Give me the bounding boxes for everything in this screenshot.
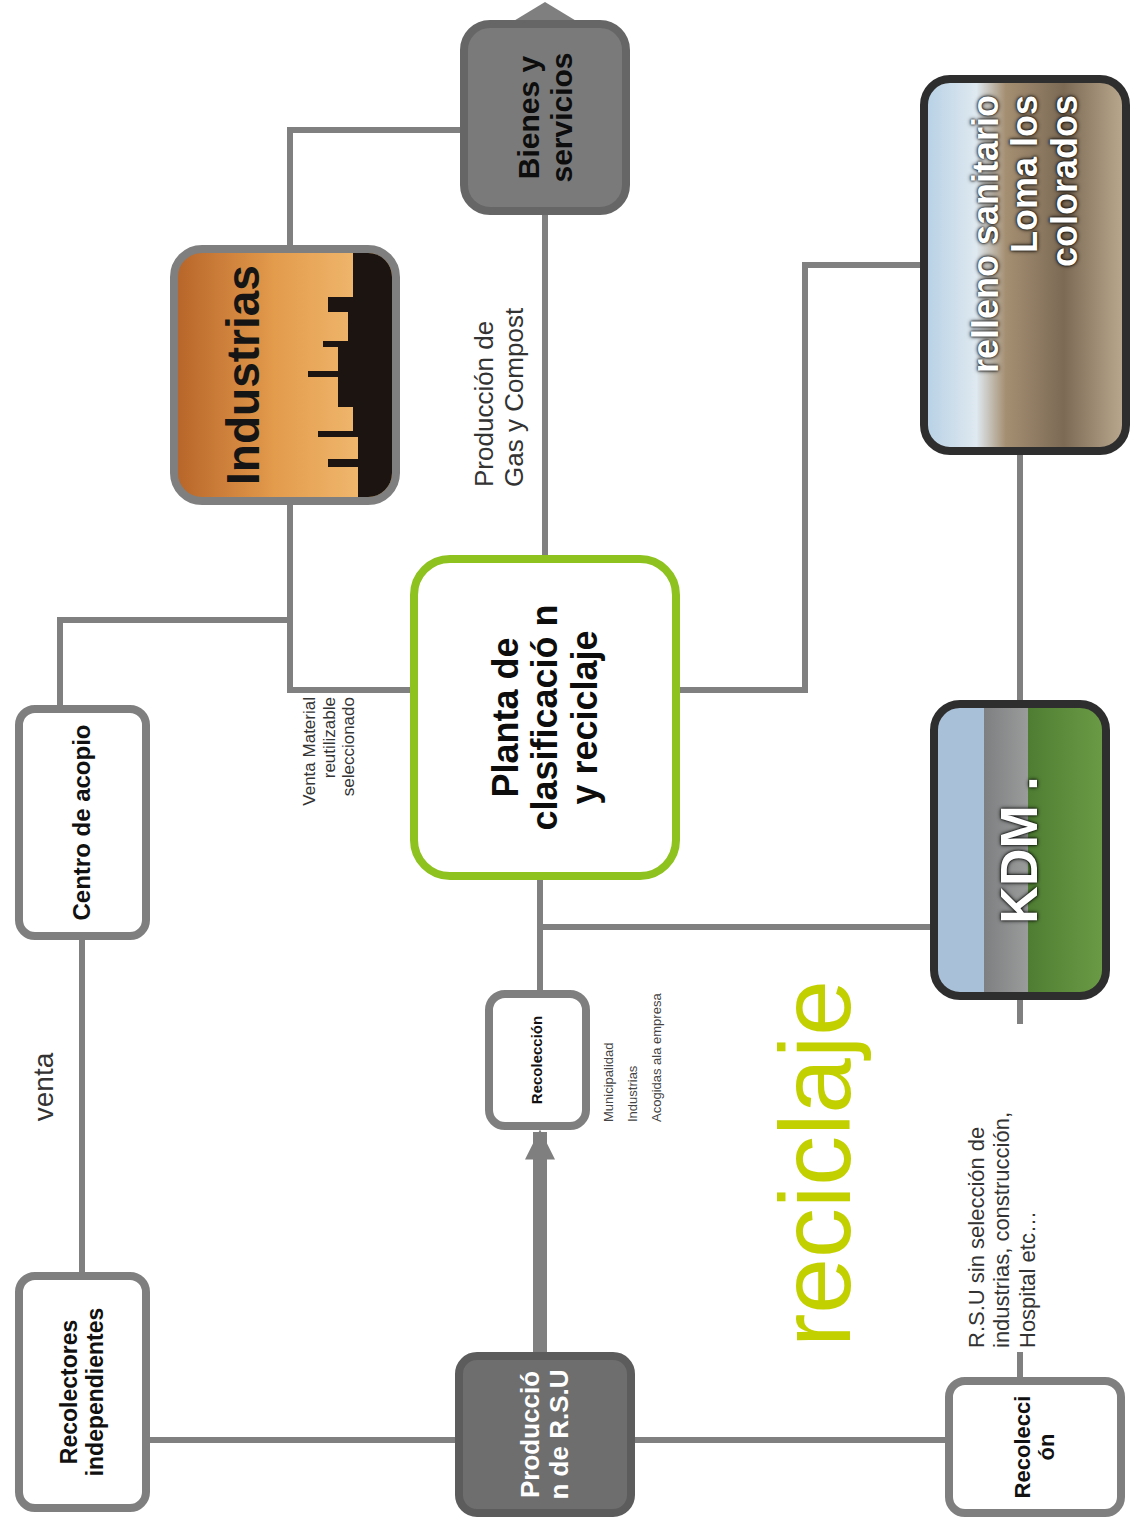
node-label: Planta de clasificació n y reciclaje [486, 593, 605, 843]
node-label: KDM . [991, 718, 1048, 982]
industry-box: Industrias [170, 245, 400, 505]
node-label: Producció n de R.S.U [516, 1368, 573, 1501]
connector [533, 1132, 547, 1352]
source-item: Municipalidad [602, 992, 617, 1122]
exit-arrow [512, 2, 578, 22]
goods-box: Bienes y servicios [460, 20, 630, 215]
edge-label: Producción de Gas y Compost [470, 277, 530, 487]
production-box: Producció n de R.S.U [455, 1352, 635, 1517]
node-label: Bienes y servicios [512, 38, 578, 197]
connector [1017, 455, 1023, 700]
connector [290, 130, 460, 245]
connector [60, 505, 290, 705]
connector [542, 215, 548, 555]
landfill-box: relleno sanitario Loma los colorados [920, 75, 1130, 455]
source-item: Industrias [626, 992, 641, 1122]
source-item: Acogidas ala empresa [650, 992, 665, 1122]
connector [635, 1437, 945, 1443]
factory-silhouette [178, 253, 392, 497]
connector [290, 505, 410, 690]
collection-box: Recolecci ón [945, 1377, 1125, 1517]
collector-box: Recolectores independientes [15, 1272, 150, 1512]
edge-label: Venta Material reutilizable seleccionado [300, 697, 359, 837]
connector [680, 265, 920, 690]
kdm-box: KDM . [930, 700, 1110, 1000]
collection-box: Recolección [485, 990, 590, 1130]
collection-center-box: Centro de acopio [15, 705, 150, 940]
node-label: Recolección [529, 1006, 546, 1114]
edge-label: R.S.U sin selección de industrias, const… [962, 1024, 1042, 1352]
watermark: reciclaje [765, 947, 865, 1347]
node-label: Recolecci ón [1011, 1393, 1059, 1501]
connector [79, 940, 85, 1272]
node-label: Recolectores independientes [57, 1288, 108, 1496]
edge-label: venta [28, 1032, 60, 1142]
connector [540, 880, 930, 927]
plant-box: Planta de clasificació n y reciclaje [410, 555, 680, 880]
node-label: Centro de acopio [69, 721, 95, 924]
connector [150, 1437, 455, 1443]
node-label: relleno sanitario Loma los colorados [966, 95, 1085, 435]
node-label: Industrias [218, 263, 269, 487]
